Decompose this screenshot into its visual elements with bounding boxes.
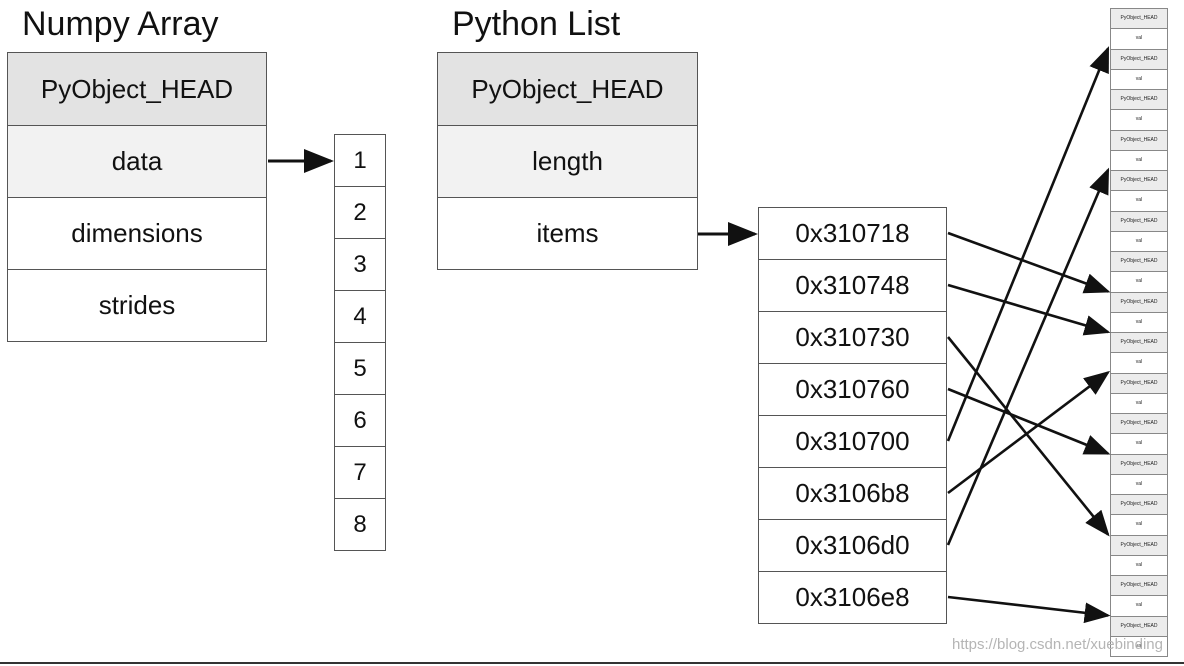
python-list-title: Python List [452,5,621,43]
list-field-length: length [437,125,698,198]
pointer-cell: 0x310730 [758,311,947,364]
pointer-arrow [946,46,1110,442]
buffer-cell: 7 [334,446,386,499]
numpy-field-pyobject-head: PyObject_HEAD [7,52,267,126]
bottom-rule [0,662,1184,664]
pointer-arrow [946,167,1110,546]
buffer-cell: 1 [334,134,386,187]
buffer-cell: 8 [334,498,386,551]
pointer-arrow [947,387,1111,455]
pointer-arrow [947,283,1111,336]
pointer-arrow [947,231,1111,294]
memory-object-head: PyObject_HEAD [1110,494,1168,515]
list-field-pyobject-head: PyObject_HEAD [437,52,698,126]
pointer-cell: 0x3106b8 [758,467,947,520]
pointer-arrow [947,370,1111,495]
numpy-field-strides: strides [7,269,267,342]
buffer-cell: 2 [334,186,386,239]
pointer-arrow [947,595,1111,624]
pointer-arrows [946,46,1111,624]
buffer-cell: 4 [334,290,386,343]
pointer-cell: 0x3106e8 [758,571,947,624]
numpy-array-title: Numpy Array [22,5,219,43]
pointer-cell: 0x310748 [758,259,947,312]
buffer-cell: 3 [334,238,386,291]
pointer-cell: 0x310718 [758,207,947,260]
buffer-cell: 5 [334,342,386,395]
pointer-cell: 0x310760 [758,363,947,416]
watermark: https://blog.csdn.net/xuebinding [952,636,1163,653]
numpy-field-data: data [7,125,267,198]
memory-object-value: val [1110,635,1168,657]
buffer-cell: 6 [334,394,386,447]
pointer-arrow [946,336,1110,537]
list-field-items: items [437,197,698,270]
